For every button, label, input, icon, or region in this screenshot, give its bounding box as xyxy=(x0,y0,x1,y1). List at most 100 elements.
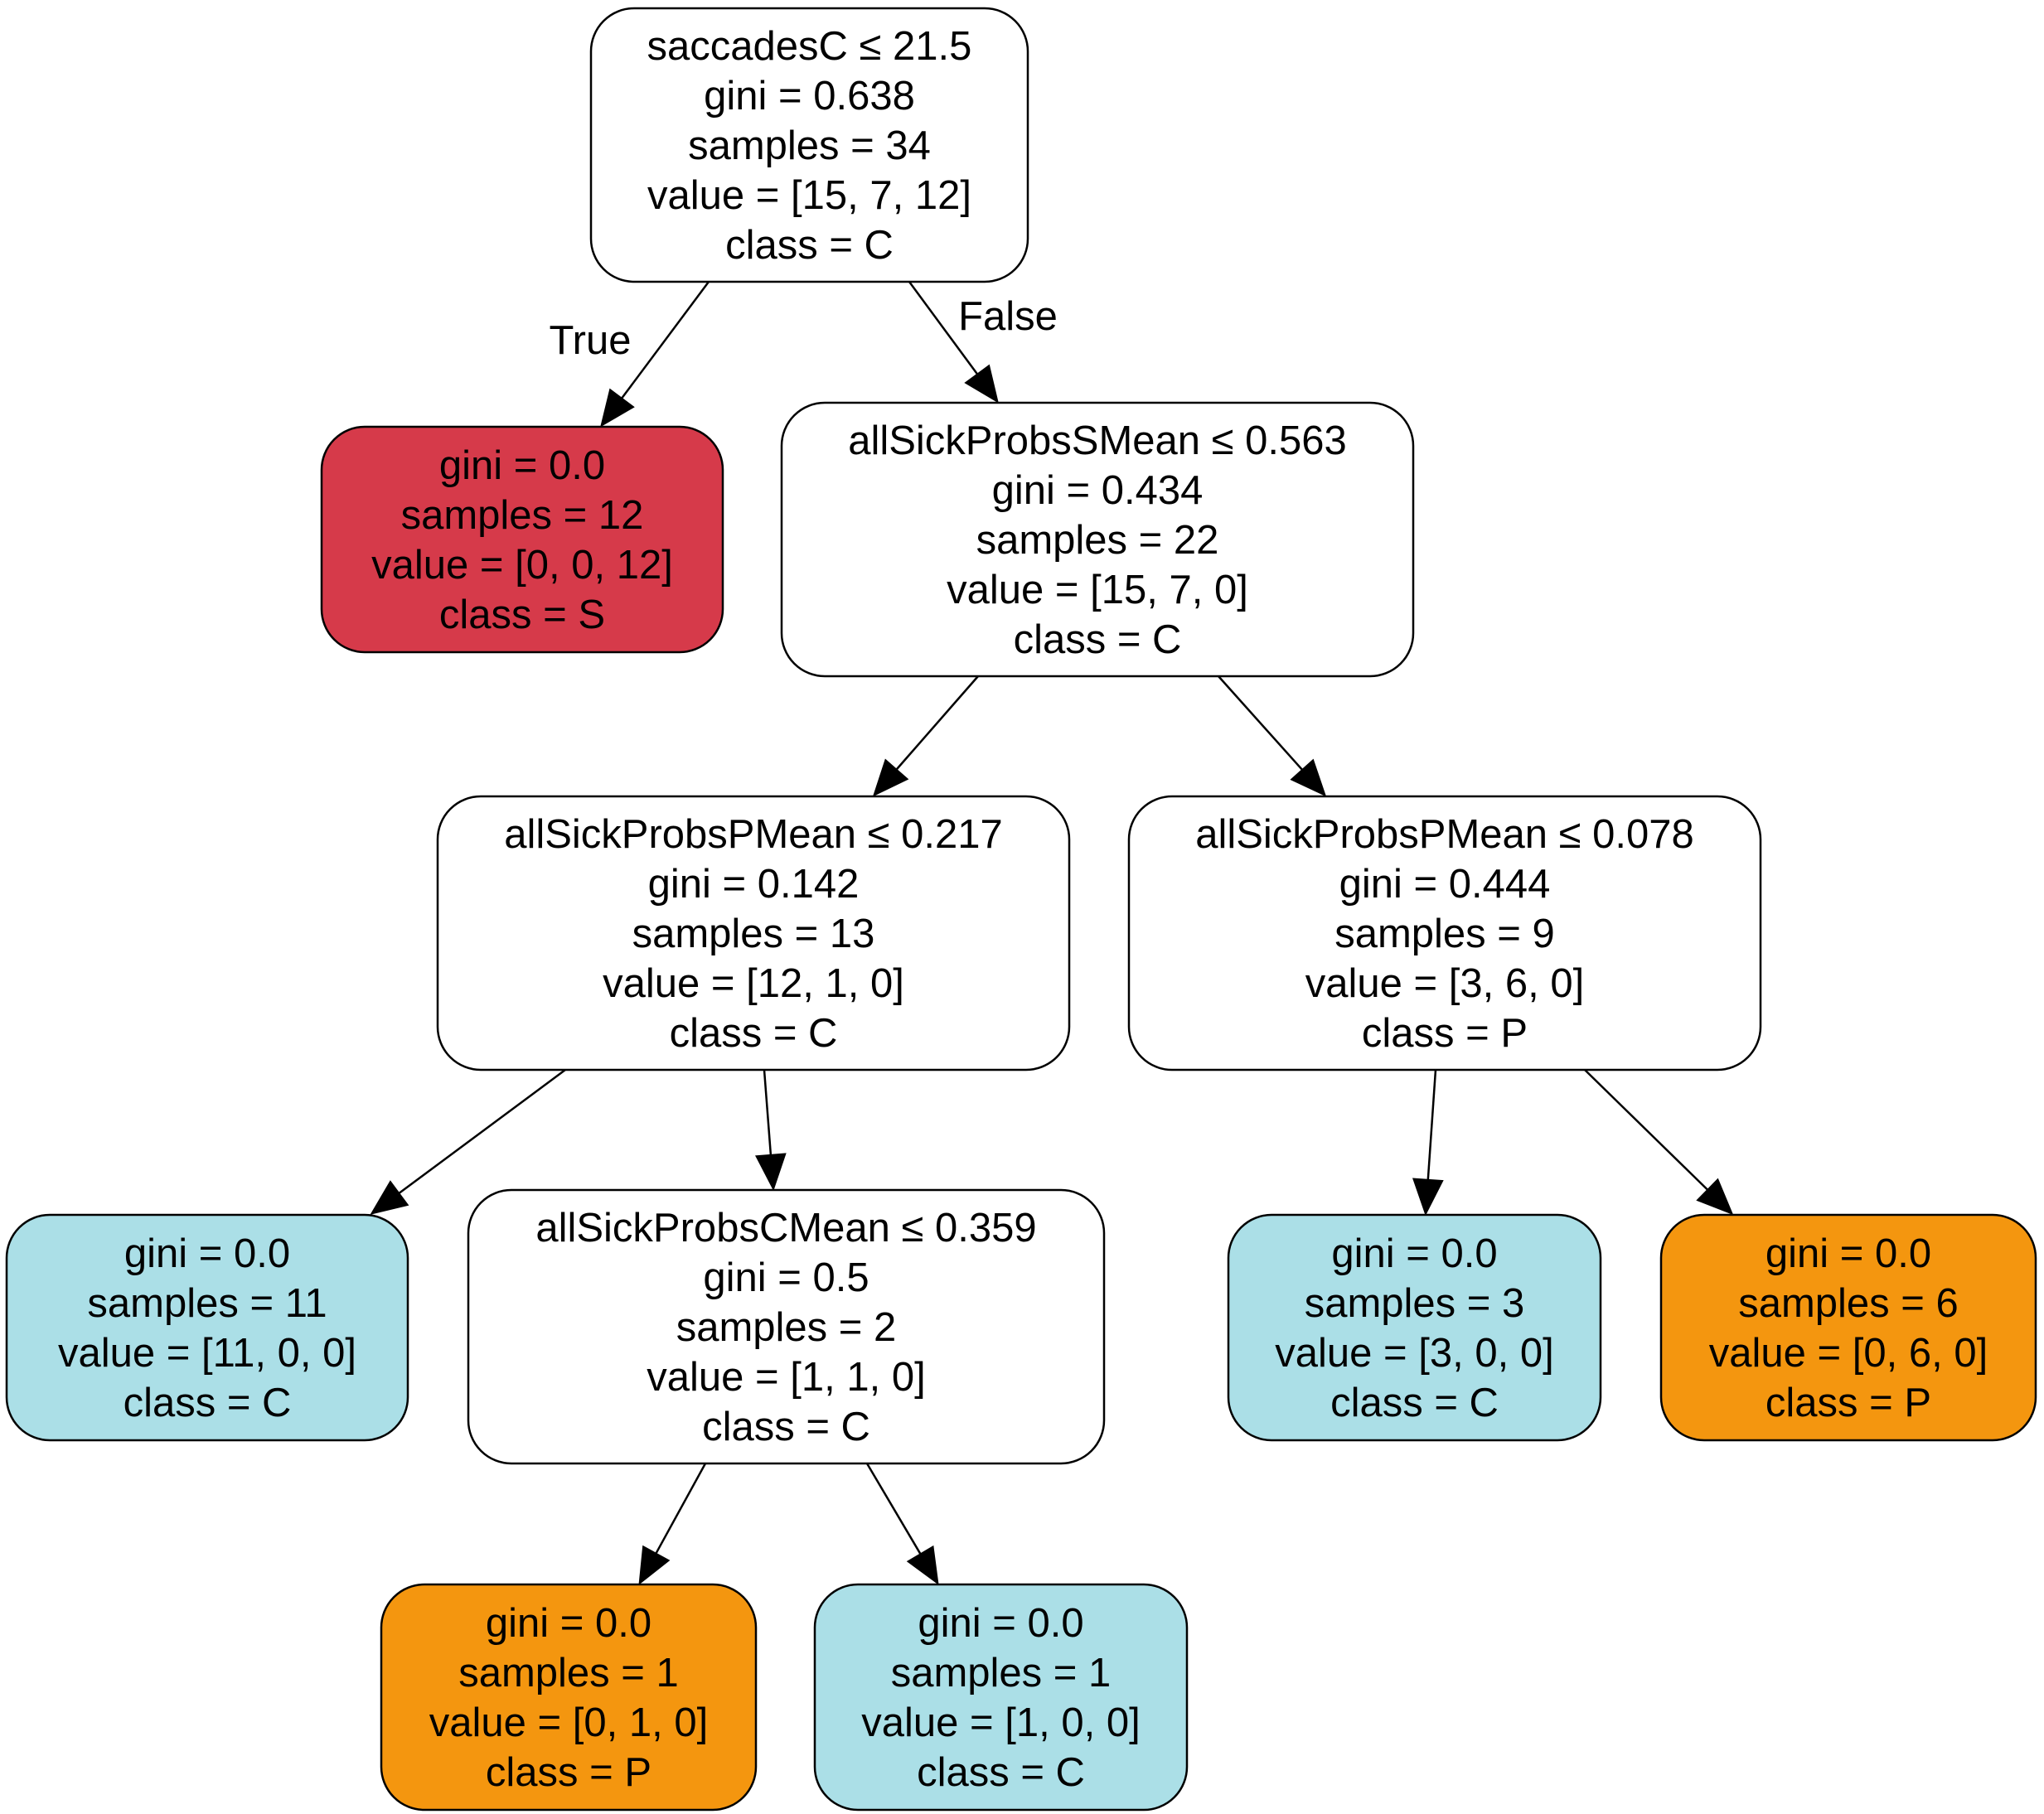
node-text-line: value = [0, 0, 12] xyxy=(371,543,673,588)
node-text-line: class = P xyxy=(1362,1011,1528,1056)
node-text-line: class = P xyxy=(486,1750,651,1795)
edge-label-false: False xyxy=(958,294,1058,339)
edges-layer: True False xyxy=(370,281,1734,1585)
node-text-line: value = [12, 1, 0] xyxy=(603,961,904,1006)
arrowhead-icon xyxy=(1290,758,1327,797)
node-text-line: class = C xyxy=(1014,617,1182,662)
node-text-line: samples = 22 xyxy=(976,518,1219,563)
tree-node-n3: allSickProbsPMean ≤ 0.217 gini = 0.142 sam… xyxy=(436,795,1071,1071)
edge-n2-n3 xyxy=(872,675,979,797)
node-text-line: samples = 34 xyxy=(688,123,931,168)
node-text-line: gini = 0.5 xyxy=(703,1255,869,1300)
node-text-line: samples = 13 xyxy=(632,912,875,956)
node-box xyxy=(1127,795,1762,1071)
node-text-line: class = P xyxy=(1765,1381,1931,1425)
edge-n4-n7 xyxy=(1412,1069,1444,1217)
node-text-line: gini = 0.0 xyxy=(1765,1231,1931,1276)
arrowhead-icon xyxy=(370,1180,409,1215)
node-text-line: value = [3, 6, 0] xyxy=(1305,961,1584,1006)
node-text-line: class = S xyxy=(439,593,605,637)
node-text-line: gini = 0.0 xyxy=(1331,1231,1497,1276)
node-text-line: class = C xyxy=(725,223,894,268)
node-text-line: allSickProbsPMean ≤ 0.217 xyxy=(504,812,1003,857)
edge-n2-n4 xyxy=(1218,675,1327,797)
node-text-line: samples = 6 xyxy=(1738,1281,1959,1326)
node-box xyxy=(589,7,1029,283)
tree-node-n10: gini = 0.0 samples = 1 value = [1, 0, 0] cl… xyxy=(813,1583,1189,1812)
node-text-line: gini = 0.0 xyxy=(486,1601,651,1646)
node-text-line: class = C xyxy=(670,1011,838,1056)
edge-n0-n1: True xyxy=(550,281,710,428)
edge-n3-n5 xyxy=(370,1068,566,1215)
node-text-line: samples = 11 xyxy=(87,1281,327,1326)
node-text-line: gini = 0.142 xyxy=(648,862,860,907)
edge-n3-n6 xyxy=(755,1069,787,1192)
node-text-line: samples = 12 xyxy=(401,493,644,538)
node-text-line: value = [0, 6, 0] xyxy=(1709,1331,1988,1376)
arrowhead-icon xyxy=(755,1153,787,1192)
edge-n6-n10 xyxy=(865,1463,939,1585)
node-text-line: value = [11, 0, 0] xyxy=(58,1331,356,1376)
tree-node-n7: gini = 0.0 samples = 3 value = [3, 0, 0] cl… xyxy=(1227,1213,1602,1442)
arrowhead-icon xyxy=(1696,1178,1734,1216)
arrowhead-icon xyxy=(1412,1178,1444,1217)
node-text-line: gini = 0.434 xyxy=(992,468,1204,513)
node-text-line: class = C xyxy=(1330,1381,1499,1425)
node-text-line: samples = 1 xyxy=(891,1651,1112,1695)
node-box xyxy=(467,1188,1106,1465)
node-text-line: class = C xyxy=(124,1381,292,1425)
node-box xyxy=(780,401,1415,678)
edge-line xyxy=(655,1463,707,1555)
edge-line xyxy=(1426,1069,1437,1181)
node-text-line: samples = 2 xyxy=(676,1305,897,1350)
edge-line xyxy=(763,1069,773,1156)
node-text-line: samples = 1 xyxy=(458,1651,679,1695)
edge-n0-n2: False xyxy=(908,281,1058,404)
arrowhead-icon xyxy=(872,758,909,797)
tree-node-n9: gini = 0.0 samples = 1 value = [0, 1, 0] cl… xyxy=(380,1583,758,1812)
edge-n4-n8 xyxy=(1584,1069,1734,1216)
node-box xyxy=(813,1583,1189,1812)
edge-line xyxy=(895,675,979,771)
node-text-line: allSickProbsPMean ≤ 0.078 xyxy=(1195,812,1694,857)
edge-line xyxy=(908,281,979,375)
node-text-line: value = [3, 0, 0] xyxy=(1275,1331,1553,1376)
node-box xyxy=(1659,1213,2037,1442)
node-text-line: value = [0, 1, 0] xyxy=(429,1700,708,1745)
node-text-line: allSickProbsCMean ≤ 0.359 xyxy=(535,1206,1036,1250)
node-text-line: saccadesC ≤ 21.5 xyxy=(647,24,972,69)
edge-line xyxy=(1584,1069,1709,1191)
edge-label-true: True xyxy=(550,318,632,363)
edge-line xyxy=(1218,675,1304,772)
node-text-line: class = C xyxy=(702,1405,870,1449)
node-box xyxy=(1227,1213,1602,1442)
node-text-line: samples = 3 xyxy=(1305,1281,1525,1326)
tree-node-n1: gini = 0.0 samples = 12 value = [0, 0, 12]… xyxy=(320,425,724,654)
node-text-line: class = C xyxy=(917,1750,1085,1795)
node-box xyxy=(5,1213,409,1442)
arrowhead-icon xyxy=(964,364,999,404)
node-text-line: value = [15, 7, 12] xyxy=(647,173,971,218)
node-text-line: value = [15, 7, 0] xyxy=(947,568,1248,612)
node-text-line: gini = 0.638 xyxy=(704,74,915,119)
node-text-line: gini = 0.0 xyxy=(918,1601,1083,1646)
node-text-line: samples = 9 xyxy=(1334,912,1555,956)
node-box xyxy=(320,425,724,654)
node-text-line: value = [1, 0, 0] xyxy=(861,1700,1140,1745)
edge-line xyxy=(865,1463,922,1555)
tree-node-n8: gini = 0.0 samples = 6 value = [0, 6, 0] cl… xyxy=(1659,1213,2037,1442)
node-text-line: value = [1, 1, 0] xyxy=(647,1355,925,1400)
tree-node-n6: allSickProbsCMean ≤ 0.359 gini = 0.5 sampl… xyxy=(467,1188,1106,1465)
node-box xyxy=(436,795,1071,1071)
node-box xyxy=(380,1583,758,1812)
edge-line xyxy=(398,1068,566,1195)
node-text-line: gini = 0.0 xyxy=(439,443,605,488)
node-text-line: gini = 0.0 xyxy=(124,1231,290,1276)
arrowhead-icon xyxy=(600,388,635,428)
edge-line xyxy=(620,281,710,399)
